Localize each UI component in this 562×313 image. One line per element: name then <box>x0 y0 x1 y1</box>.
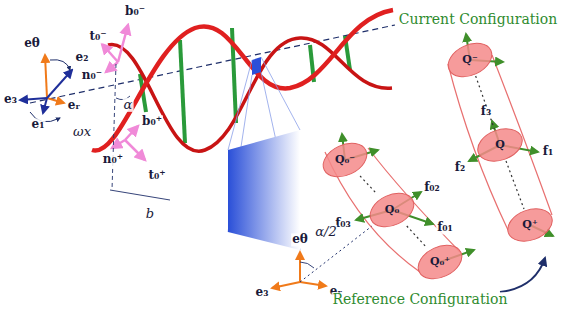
point-label: Q₀⁺ <box>430 256 450 268</box>
dna-strand <box>108 38 392 151</box>
vector-label: eᵣ <box>67 99 82 112</box>
guide-line <box>112 64 116 190</box>
vector-label: eθ <box>291 233 309 246</box>
point-label: Q₀⁻ <box>335 154 355 166</box>
vector-label: eθ <box>23 37 41 50</box>
helix-axis <box>30 25 395 103</box>
vector-label: n₀⁻ <box>81 69 103 82</box>
dna-strand <box>92 10 393 151</box>
vector-label: f₃ <box>480 105 492 118</box>
point-label: Q⁺ <box>522 219 537 231</box>
vector-label: e₂ <box>75 51 90 64</box>
vector-label: e₃ <box>3 93 18 106</box>
vector-label: e₁ <box>31 118 46 131</box>
vector-label: f₂ <box>454 161 466 174</box>
angle-label: ωx <box>72 125 92 139</box>
reference-triad <box>272 252 326 288</box>
cross-section-ellipse: Q₀⁺ <box>416 246 464 278</box>
base-triad <box>20 55 72 122</box>
cross-section-ellipse: Q <box>476 129 524 161</box>
dimension-line <box>110 190 170 200</box>
vector-label: t₀⁺ <box>147 169 166 182</box>
point-label: Q <box>495 139 505 151</box>
vector-label: f₀₁ <box>436 221 454 234</box>
centerline-connector <box>506 161 524 209</box>
vector-label: n₀⁺ <box>102 153 124 166</box>
cross-section-ellipse: Q₀⁻ <box>321 144 369 176</box>
vector-label: t₀⁻ <box>88 30 107 43</box>
projection-lines <box>228 57 300 250</box>
angle-label: α <box>123 98 134 112</box>
deformation-arrow <box>500 258 545 292</box>
angle-label: b <box>145 207 155 221</box>
angle-arc <box>300 262 314 268</box>
section-plane <box>252 57 261 75</box>
vector-label: b₀⁺ <box>141 115 163 128</box>
vector-label: f₁ <box>542 145 554 158</box>
frame-vectors <box>102 25 145 160</box>
point-label: Q⁻ <box>462 54 477 66</box>
configuration-title: Current Configuration <box>398 12 559 27</box>
cross-section-ellipse: Q₀ <box>368 194 416 226</box>
configuration-title: Reference Configuration <box>332 292 509 307</box>
cross-section-ellipse: Q⁻ <box>446 44 494 76</box>
cross-section-ellipse: Q⁺ <box>506 209 554 241</box>
angle-label: α/2 <box>314 225 337 239</box>
vector-label: e₃ <box>255 286 270 299</box>
centerline-connector <box>476 76 495 129</box>
vector-label: f₀₂ <box>423 181 441 194</box>
point-label: Q₀ <box>385 204 399 216</box>
centerline-connector <box>360 176 377 194</box>
centerline-connector <box>407 226 425 246</box>
section-plane <box>228 130 300 250</box>
vector-label: b₀⁻ <box>124 5 146 18</box>
